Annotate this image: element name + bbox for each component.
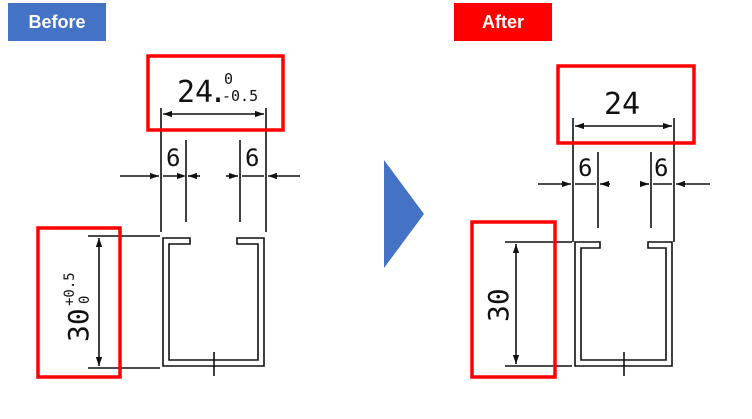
before-height-highlight (36, 226, 122, 379)
before-width-dot: . (209, 75, 227, 110)
before-height-tol-lower: 0 (77, 296, 93, 304)
before-flange-left-text: 6 (166, 144, 180, 172)
before-width-dim-text: 24 (177, 75, 213, 110)
transition-arrow-icon (384, 160, 424, 268)
before-label: Before (8, 3, 106, 41)
after-channel-profile (574, 241, 673, 367)
before-width-tol-upper: 0 (224, 70, 233, 88)
after-flange-left-text: 6 (578, 154, 592, 182)
after-width-highlight (556, 64, 696, 145)
before-height-dim-text: 30 (62, 308, 95, 342)
after-height-highlight (470, 220, 557, 379)
before-width-tol-lower: -0.5 (222, 87, 258, 105)
before-height-tol-upper: +0.5 (62, 272, 78, 306)
before-drawing (88, 108, 300, 376)
before-width-highlight (146, 54, 285, 132)
before-flange-right-text: 6 (245, 144, 259, 172)
after-width-dim-text: 24 (604, 87, 640, 122)
before-channel-profile (162, 237, 265, 367)
after-flange-right-text: 6 (654, 154, 668, 182)
after-height-dim-text: 30 (482, 288, 515, 322)
after-label: After (454, 3, 552, 41)
after-drawing (505, 118, 710, 376)
